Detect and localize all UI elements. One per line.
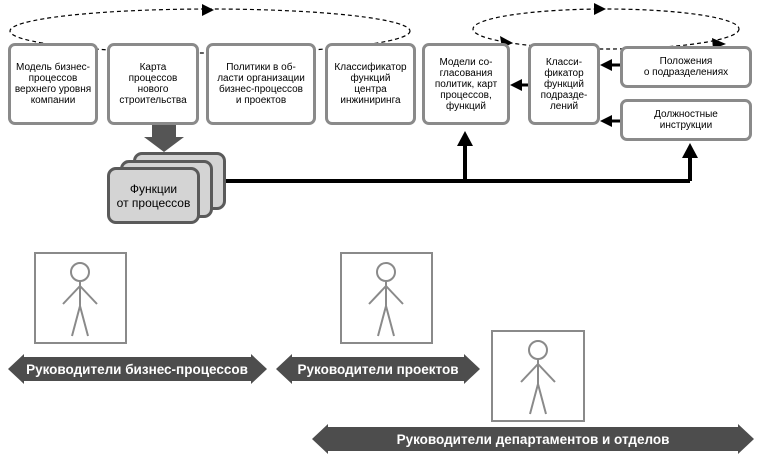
top-box-regulations: Положения о подразделениях [620, 46, 752, 88]
top-box-instructions: Должностные инструкции [620, 99, 752, 141]
right-cycle-arrow-top [594, 3, 606, 15]
person-icon [62, 262, 98, 337]
left-cycle-arrow-top [202, 4, 214, 16]
top-box-model: Модель бизнес- процессов верхнего уровня… [8, 43, 98, 125]
person-icon [520, 340, 556, 415]
arrowhead-regulations-classifier [600, 59, 612, 71]
arrowhead-instructions-classifier [600, 115, 612, 127]
person-icon [368, 262, 404, 337]
arrowhead-classifier-agreement [510, 79, 522, 91]
banner-projects-shape [276, 354, 480, 384]
top-box-agreement: Модели со- гласования политик, карт проц… [422, 43, 510, 125]
banner-bp-shape [8, 354, 267, 384]
top-box-classifier-div: Класси- фикатор функций подразде- лений [528, 43, 600, 125]
banner-departments-label: Руководители департаментов и отделов [397, 432, 670, 447]
banner-departments-shape [312, 424, 754, 454]
top-box-policies: Политики в об- ласти организации бизнес-… [206, 43, 316, 125]
map-to-functions-arrow [144, 124, 184, 152]
top-box-classifier-eng: Классификатор функций центра инжиниринга [325, 43, 416, 125]
arrowhead-agreement [457, 131, 473, 146]
banner-projects-label: Руководители проектов [297, 362, 458, 377]
person-frame-bp [34, 252, 127, 344]
right-cycle-ellipse [472, 8, 740, 50]
arrowhead-instructions [682, 143, 698, 158]
banner-bp-label: Руководители бизнес-процессов [26, 362, 248, 377]
top-box-map: Карта процессов нового строительства [107, 43, 199, 125]
functions-box: Функции от процессов [107, 167, 200, 224]
person-frame-departments [491, 330, 585, 422]
person-frame-projects [340, 252, 433, 344]
